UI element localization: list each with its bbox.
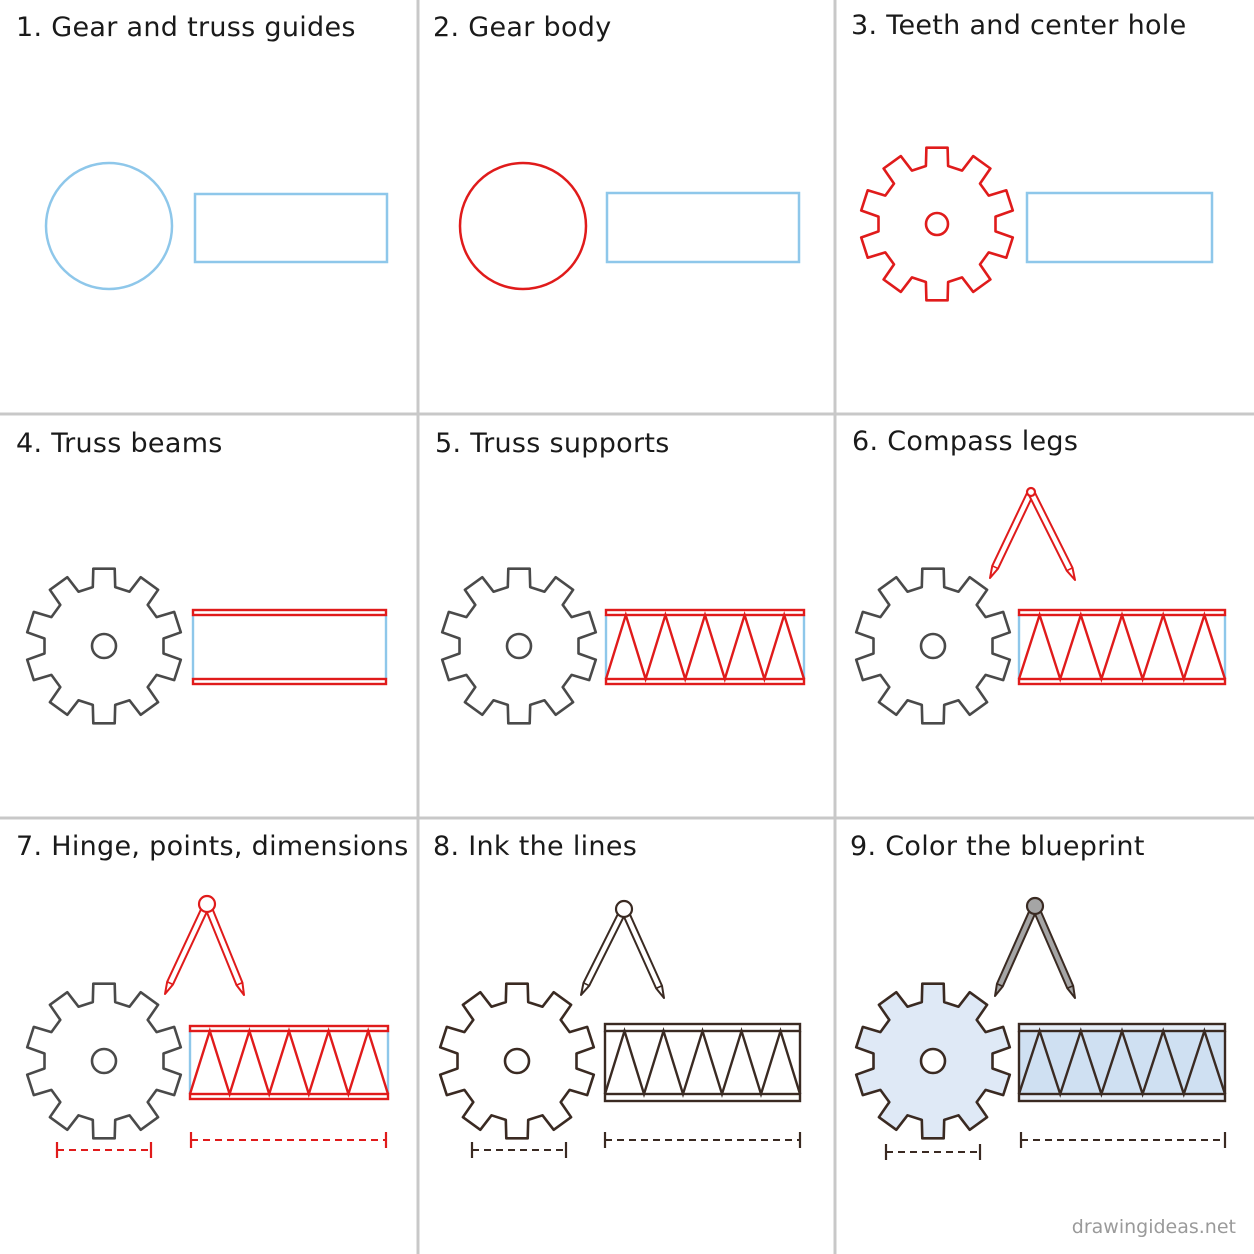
gear-outline <box>25 982 183 1140</box>
truss-icon <box>603 1022 802 1103</box>
truss-bottom-beam <box>1017 1092 1227 1103</box>
gear-outline <box>854 567 1012 725</box>
step-9-drawing <box>854 896 1227 1160</box>
truss-fill <box>1019 1031 1225 1094</box>
gear-center-hole <box>90 1047 118 1075</box>
truss-supports <box>188 1026 390 1099</box>
truss-guide-rect <box>605 191 801 264</box>
truss-supports <box>1017 1027 1227 1098</box>
truss-icon <box>1017 1022 1227 1103</box>
gear-center-hole <box>919 632 947 660</box>
compass-icon <box>580 899 665 999</box>
truss-guide-rect <box>193 192 389 264</box>
gear-outline <box>859 146 1015 302</box>
gear-icon <box>859 146 1015 302</box>
step-3-drawing <box>859 146 1214 302</box>
truss-bottom-beam <box>191 677 388 686</box>
gear-outline <box>25 567 183 725</box>
gear-outline <box>440 567 598 725</box>
compass-icon <box>989 486 1076 581</box>
gear-center-hole <box>919 1047 947 1075</box>
dimension-line-icon <box>55 1132 388 1158</box>
truss-icon <box>604 608 806 686</box>
gear-center-hole <box>505 632 533 660</box>
step-8-title: 8. Ink the lines <box>433 831 638 862</box>
step-7-title: 7. Hinge, points, dimensions <box>16 831 409 862</box>
truss-bottom-beam <box>604 677 806 686</box>
compass-hinge <box>1025 896 1045 916</box>
truss-icon <box>191 608 388 686</box>
step-1-title: 1. Gear and truss guides <box>16 12 356 43</box>
dimension-line-icon <box>470 1132 802 1158</box>
truss-guide-rect <box>1025 191 1214 264</box>
compass-hinge <box>614 899 634 919</box>
step-9-title: 9. Color the blueprint <box>850 831 1145 862</box>
step-3-title: 3. Teeth and center hole <box>851 10 1187 41</box>
step-6-title: 6. Compass legs <box>852 426 1079 457</box>
compass-leg <box>620 906 665 999</box>
step-8-drawing <box>438 899 802 1158</box>
compass-icon <box>164 894 245 996</box>
truss-top-beam <box>191 608 388 617</box>
step-7-drawing <box>25 894 390 1158</box>
compass-leg <box>1027 489 1076 581</box>
gear-center-hole <box>90 632 118 660</box>
gear-icon <box>25 567 183 725</box>
gear-icon <box>854 567 1012 725</box>
step-5-drawing <box>440 567 806 725</box>
truss-icon <box>1017 608 1227 686</box>
step-4-title: 4. Truss beams <box>16 428 223 459</box>
gear-icon <box>25 982 183 1140</box>
compass-icon <box>994 896 1076 999</box>
gear-icon <box>438 982 596 1140</box>
compass-leg <box>989 489 1035 579</box>
truss-bottom-beam <box>603 1092 802 1103</box>
step-4-drawing <box>25 567 388 725</box>
compass-hinge <box>1025 486 1037 498</box>
watermark: drawingideas.net <box>1071 1216 1236 1238</box>
truss-supports <box>1017 611 1227 683</box>
compass-leg <box>994 903 1039 997</box>
compass-leg <box>1031 903 1076 999</box>
gear-body-circle <box>458 161 588 291</box>
step-2-drawing <box>458 161 801 291</box>
step-2-title: 2. Gear body <box>433 12 612 43</box>
step-5-title: 5. Truss supports <box>435 428 670 459</box>
gear-icon <box>440 567 598 725</box>
gear-guide-circle <box>44 161 174 291</box>
compass-leg <box>203 901 245 996</box>
dimension-line-icon <box>884 1132 1227 1160</box>
compass-leg <box>580 906 628 996</box>
step-1-drawing <box>44 161 389 291</box>
truss-icon <box>188 1024 390 1101</box>
step-6-drawing <box>854 486 1227 725</box>
compass-leg <box>164 901 211 995</box>
gear-center-hole <box>924 211 950 237</box>
truss-bottom-beam <box>188 1092 390 1101</box>
truss-supports <box>604 610 806 684</box>
truss-bottom-beam <box>1017 677 1227 686</box>
gear-icon <box>854 982 1012 1140</box>
gear-outline <box>438 982 596 1140</box>
compass-hinge <box>197 894 217 914</box>
truss-supports <box>603 1026 802 1099</box>
gear-center-hole <box>503 1047 531 1075</box>
